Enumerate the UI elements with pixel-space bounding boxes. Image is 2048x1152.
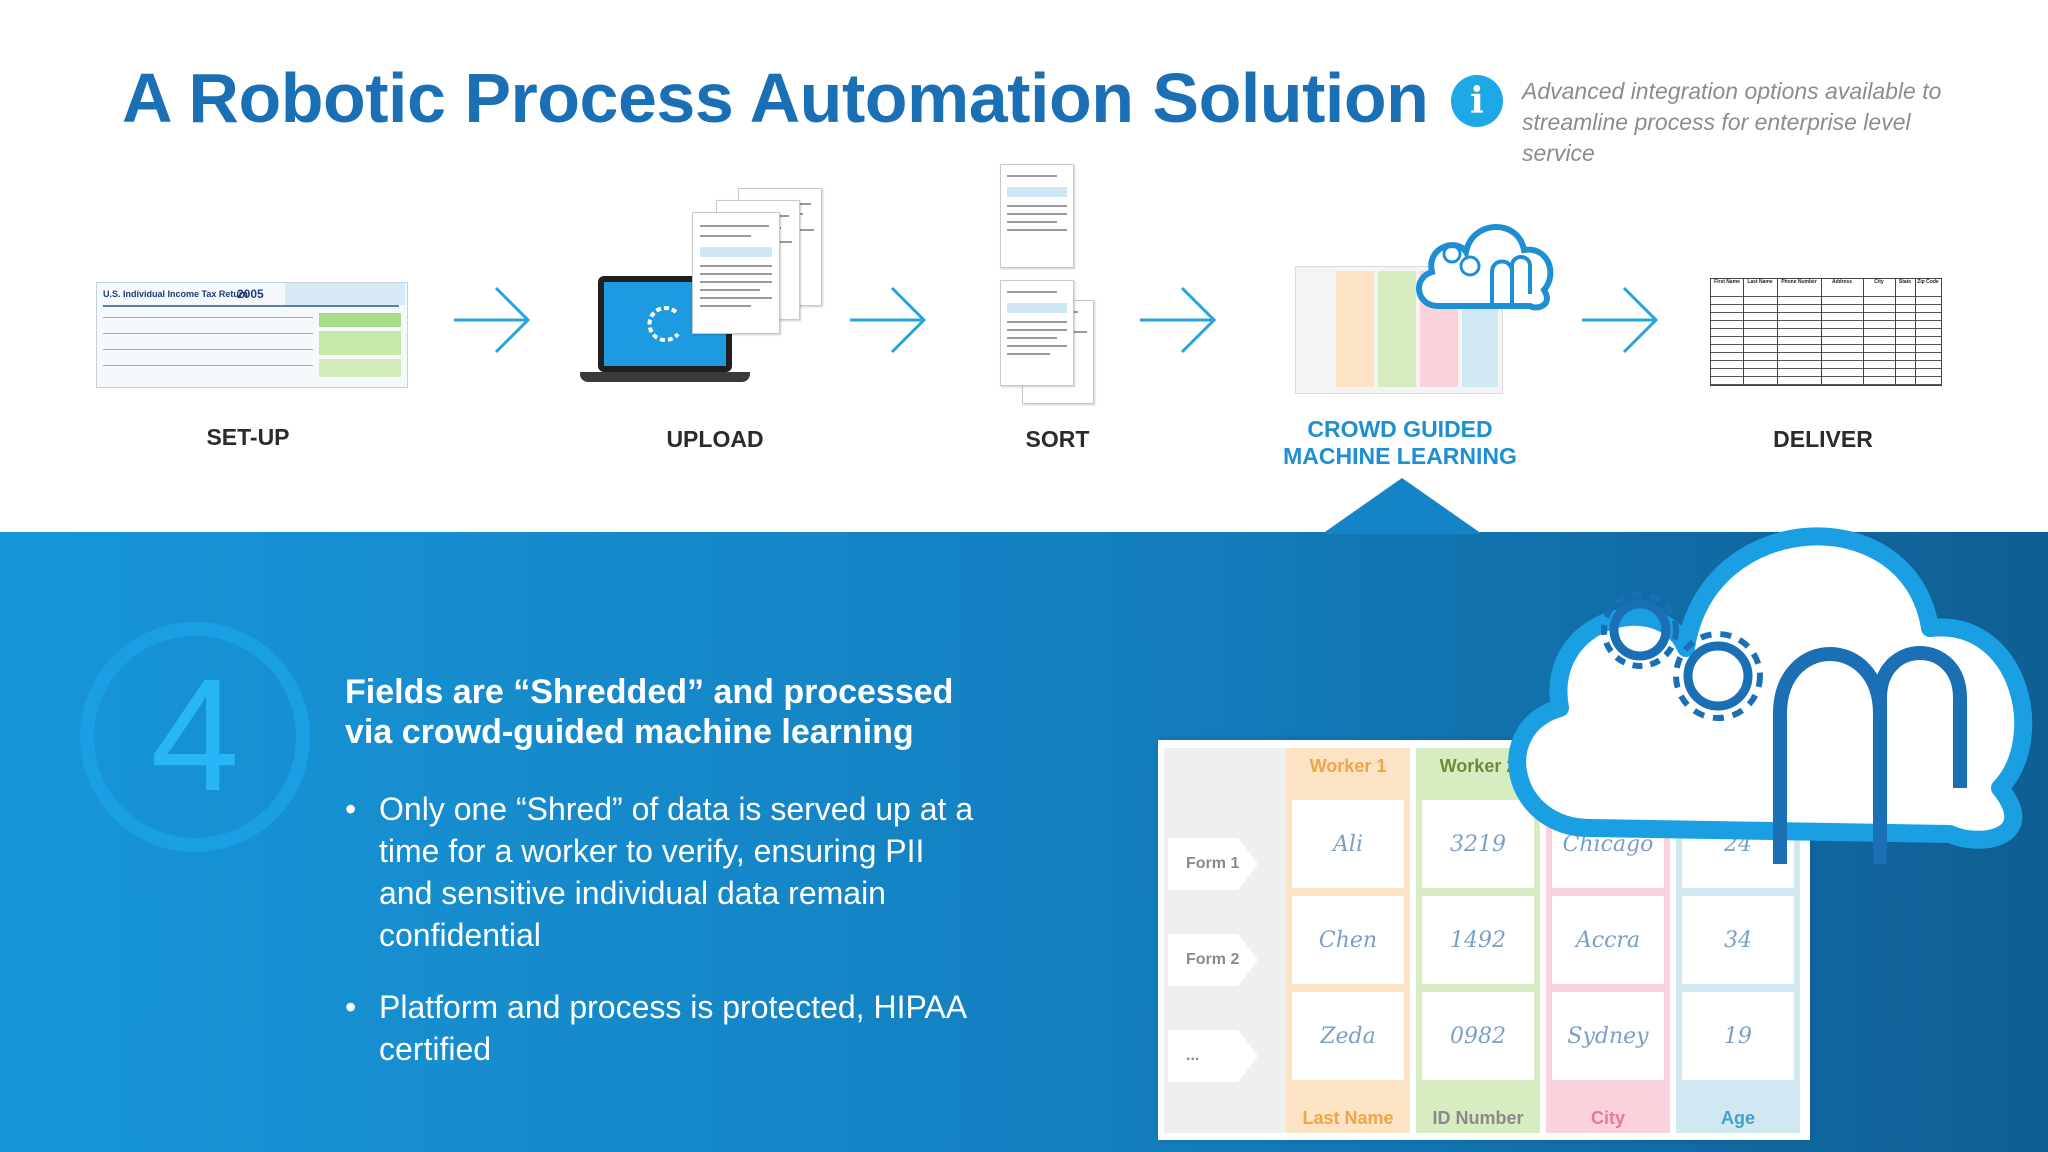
row-label: ... [1168,1030,1258,1082]
column-footer: Age [1720,1108,1755,1128]
info-icon: i [1451,75,1503,127]
detail-heading-line: via crowd-guided machine learning [345,713,914,751]
arrow-right-icon [454,286,531,354]
grid-column: Worker 2 3219 1492 0982 ID Number [1416,748,1540,1133]
grid-column: Worker 1 Ali Chen Zeda Last Name [1286,748,1410,1133]
table-header-cell: First Name [1714,279,1740,285]
arrow-right-icon [1582,286,1659,354]
table-header-cell: City [1874,279,1884,285]
grid-cell: 34 [1682,896,1794,984]
spreadsheet-thumbnail: First Name Last Name Phone Number Address Ci… [1710,278,1942,386]
grid-cell: Ali [1292,800,1404,888]
arrow-right-icon [850,286,927,354]
cloud-people-icon [1416,224,1554,311]
row-label: Form 2 [1168,934,1258,986]
column-footer: ID Number [1432,1108,1524,1128]
column-header: Worker 2 [1439,756,1517,776]
step-label-deliver: DELIVER [1773,426,1873,452]
loading-spinner-icon [647,306,680,343]
form-year: 2005 [237,287,264,301]
step-label-line: MACHINE LEARNING [1283,443,1517,469]
grid-cell: 0982 [1422,992,1534,1080]
grid-cell: Chen [1292,896,1404,984]
info-note: Advanced integration options available t… [1522,78,1942,166]
bullet-item: • Only one “Shred” of data is served up … [345,788,985,956]
step-label-setup: SET-UP [206,424,290,450]
table-header-cell: State [1898,279,1912,285]
step-label-upload: UPLOAD [666,426,764,452]
pointer-notch [1322,478,1482,534]
row-label: Form 1 [1168,838,1258,890]
step-label-line: CROWD GUIDED [1307,416,1493,442]
bullet-item: • Platform and process is protected, HIP… [345,986,985,1070]
table-header-cell: Phone Number [1781,279,1817,285]
cloud-people-icon [1508,527,2033,864]
bullet-text: Only one “Shred” of data is served up at… [379,791,974,953]
step-label-crowd-guided: CROWD GUIDED MACHINE LEARNING [1265,416,1535,470]
step-number: 4 [150,645,240,824]
grid-cell: Zeda [1292,992,1404,1080]
step-label-sort: SORT [1025,426,1090,452]
grid-cell: Sydney [1552,992,1664,1080]
grid-cell: 3219 [1422,800,1534,888]
column-header: Worker 1 [1309,756,1387,776]
setup-form-thumbnail: U.S. Individual Income Tax Return 2005 [96,282,408,388]
page-title: A Robotic Process Automation Solution [122,59,1429,137]
arrow-right-icon [1140,286,1217,354]
grid-cell: 1492 [1422,896,1534,984]
form-title: U.S. Individual Income Tax Return [103,289,248,299]
detail-heading: Fields are “Shredded” and processed via … [345,672,1045,752]
document-icon [1000,280,1074,386]
column-footer: City [1590,1108,1625,1128]
document-icon [692,212,780,334]
grid-cell: 19 [1682,992,1794,1080]
column-footer: Last Name [1302,1108,1394,1128]
detail-heading-line: Fields are “Shredded” and processed [345,673,954,711]
document-icon [1000,164,1074,268]
table-header-cell: Address [1831,279,1852,285]
table-header-cell: Last Name [1747,279,1773,285]
table-header-cell: Zip Code [1917,279,1939,285]
bullet-text: Platform and process is protected, HIPAA… [379,989,966,1067]
grid-cell: Accra [1552,896,1664,984]
